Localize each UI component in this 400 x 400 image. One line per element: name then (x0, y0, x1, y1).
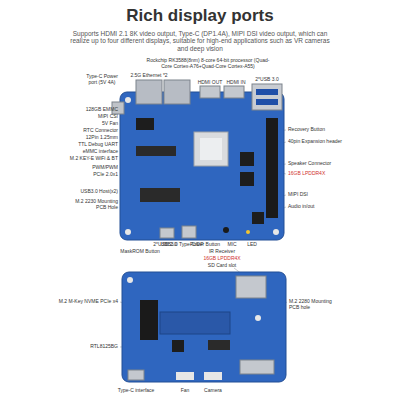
part-label: MaskROM Button (120, 249, 159, 255)
part-label: Camera (204, 388, 222, 394)
part-label: IR Receiver (209, 249, 235, 255)
part-label: Type-C Power port (5V 4A) (84, 74, 120, 86)
part-label: MIPI CSI (98, 114, 118, 120)
part-label: Rockchip RK3588(8nm) 8-core 64-bit proce… (143, 58, 273, 70)
part-label: 2*USB 3.0 (255, 77, 278, 83)
board-bottom (122, 272, 286, 382)
part-label: M.2 KEY-E WiFi & BT (70, 156, 118, 162)
part-label: MIC (227, 242, 236, 248)
part-label: MIPI DSI (288, 192, 308, 198)
part-label: M.2 M-Key NVME PCIe x4 (59, 299, 118, 305)
part-label: M.2 2230 Mounting PCB Hole (68, 199, 118, 211)
part-label: PWM/PWM (92, 165, 118, 171)
part-label: PCIe 2.0x1 (93, 172, 118, 178)
part-label: Recovery Button (288, 127, 325, 133)
part-label: 12Pin 1.25mm (86, 135, 118, 141)
part-label: SD Card slot (208, 263, 236, 269)
page-title: Rich display ports (0, 6, 400, 26)
part-label: 40pin Expansion header (288, 139, 342, 145)
part-label: HDMI IN (226, 80, 245, 86)
part-label: 16GB LPDDR4X (203, 256, 240, 262)
part-label: M.2 2280 Mounting PCB hole (289, 299, 335, 311)
part-label: Power Button (190, 242, 220, 248)
part-label: 16GB LPDDR4X (288, 171, 325, 177)
board-top (112, 80, 284, 240)
part-label: 2*USB 2.0 (153, 242, 176, 248)
part-label: TTL Debug UART (78, 142, 118, 148)
part-label: Audio in/out (288, 204, 314, 210)
part-label: Speaker Connector (288, 161, 331, 167)
part-label: LED (247, 242, 257, 248)
part-label: 2.5G Ethernet *2 (130, 73, 167, 79)
part-label: 128GB EMMC (86, 107, 118, 113)
part-label: 5V Fan (102, 121, 118, 127)
part-label: RTC Connector (83, 128, 118, 134)
part-label: Type-C interface (118, 388, 155, 394)
part-label: Fan (181, 388, 190, 394)
part-label: eMMC interface (83, 149, 118, 155)
part-label: HDMI OUT (198, 80, 223, 86)
part-label: USB3.0 Host(x2) (80, 189, 118, 195)
part-label: RTL8125BG (90, 344, 118, 350)
subtitle: Supports HDMI 2.1 8K video output, Type-… (70, 30, 330, 52)
